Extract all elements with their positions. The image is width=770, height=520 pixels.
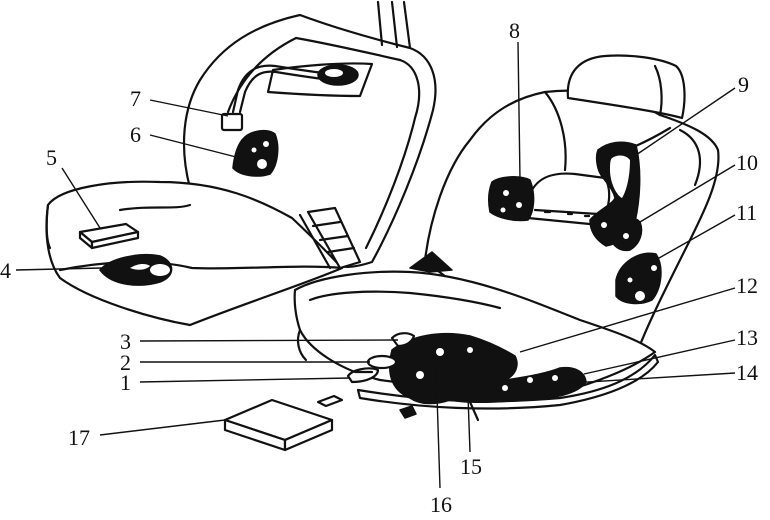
- left-seat: [45, 0, 437, 327]
- part-labels: 1 2 3 4 5 6 7 8 9 10 11 12 13 14 15 16 1…: [0, 18, 758, 517]
- part-3-piece: [390, 332, 416, 348]
- label-15: 15: [460, 454, 482, 479]
- leader-lines: [15, 41, 736, 489]
- part-8-bracket: [487, 176, 535, 222]
- label-3: 3: [120, 329, 131, 354]
- label-16: 16: [430, 492, 452, 517]
- part-17-block: [223, 398, 334, 452]
- part-11-pad: [615, 252, 662, 305]
- part-4-pad: [99, 254, 173, 286]
- right-seat: [293, 54, 720, 422]
- label-14: 14: [736, 360, 758, 385]
- label-7: 7: [130, 86, 141, 111]
- label-13: 13: [736, 325, 758, 350]
- label-17: 17: [68, 425, 90, 450]
- right-seat-headrest: [566, 54, 686, 120]
- label-5: 5: [46, 145, 57, 170]
- label-8: 8: [509, 18, 520, 43]
- label-11: 11: [736, 200, 757, 225]
- label-12: 12: [736, 273, 758, 298]
- part-2-piece: [366, 354, 398, 370]
- label-2: 2: [120, 350, 131, 375]
- label-1: 1: [120, 370, 131, 395]
- label-6: 6: [130, 122, 141, 147]
- label-9: 9: [738, 72, 749, 97]
- label-10: 10: [736, 150, 758, 175]
- label-4: 4: [0, 258, 11, 283]
- part-7-wire: [231, 64, 332, 114]
